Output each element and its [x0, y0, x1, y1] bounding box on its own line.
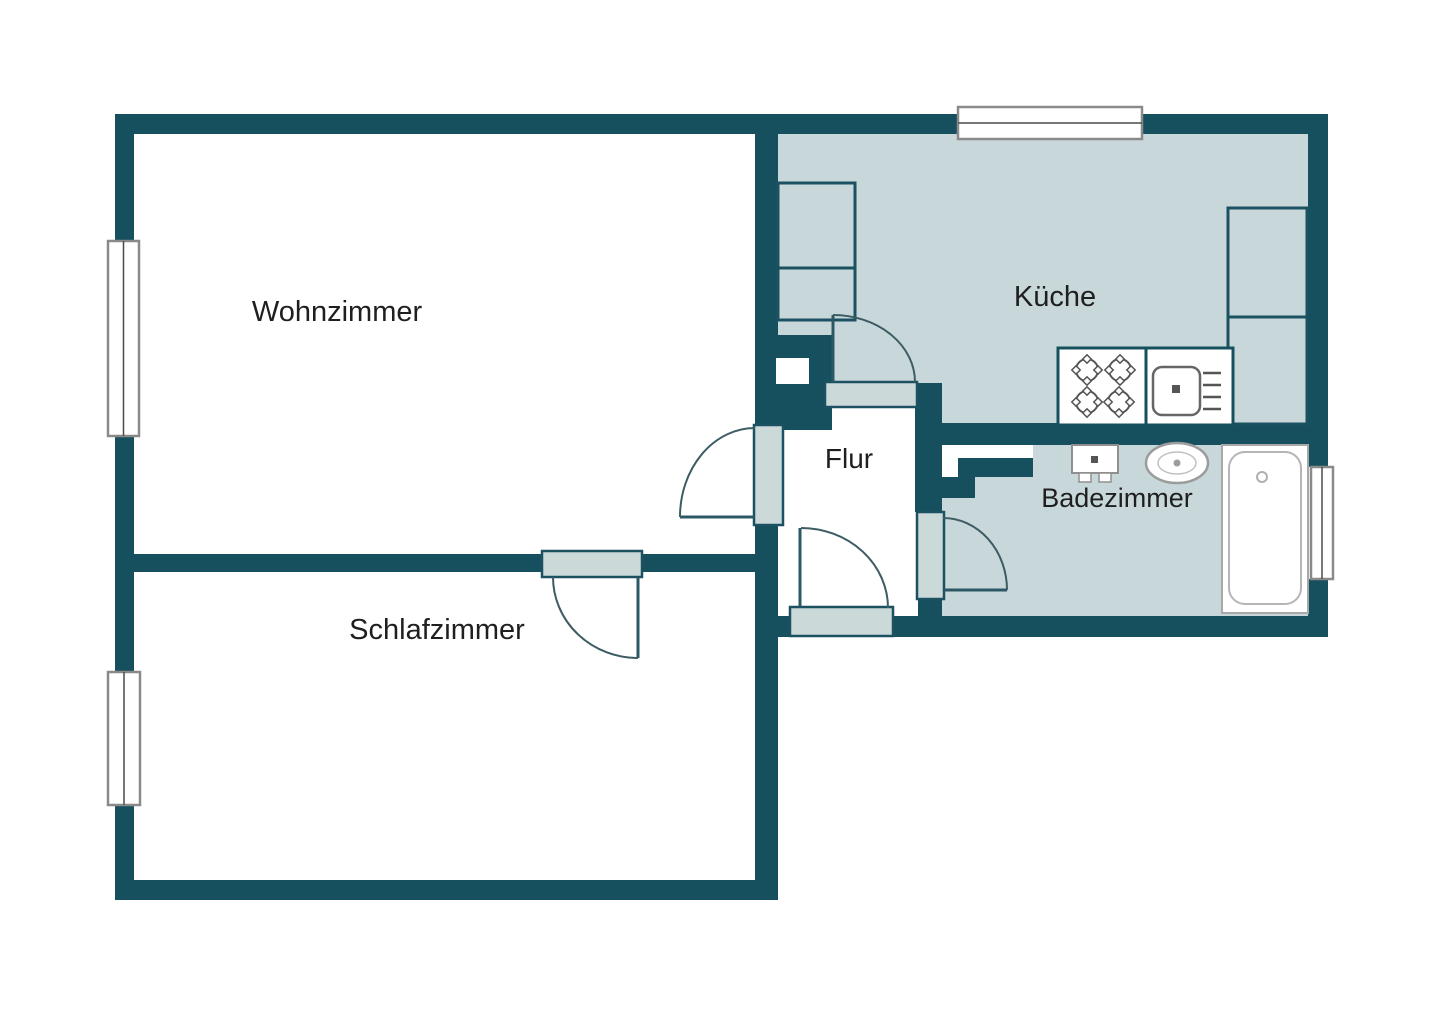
badezimmer-door	[915, 510, 946, 601]
wall-bottom-right-wing-left	[755, 616, 790, 637]
wall-top-right-wing-right	[1142, 114, 1328, 134]
bath-wall-niche-horizontal	[942, 445, 1033, 458]
flur-wall-niche	[776, 358, 809, 384]
kueche-window-icon	[956, 105, 1144, 141]
kitchen-cabinets	[776, 181, 1309, 426]
toilet-icon	[1071, 444, 1119, 483]
wohnzimmer-door	[752, 423, 785, 527]
kueche-door-swing-icon	[831, 314, 916, 383]
badezimmer-door-swing-icon	[942, 517, 1008, 592]
wall-right-exterior-upper	[1308, 114, 1328, 467]
door-swings	[552, 314, 1008, 659]
wohnzimmer-door-swing-icon	[679, 427, 756, 519]
wohnzimmer-window-icon	[106, 239, 141, 438]
kitchen-cabinet	[1226, 206, 1309, 319]
wall-top-left-wing	[115, 114, 778, 134]
door-blades	[540, 380, 946, 638]
kitchen-cabinet	[776, 266, 857, 322]
kueche-door	[823, 380, 919, 409]
windows	[106, 105, 1335, 807]
washbasin-icon	[1144, 441, 1210, 485]
wall-divider-wohn-schlaf-right	[642, 554, 755, 572]
wall-step-lower	[942, 477, 975, 498]
wall-center-vertical-upper	[755, 134, 778, 425]
wall-divider-wohn-schlaf-left	[134, 554, 542, 572]
badezimmer-fixtures	[1071, 441, 1309, 614]
wall-kueche-bad-divider	[918, 423, 1328, 445]
schlafzimmer-door	[540, 549, 644, 579]
wall-below-bad-door	[918, 599, 942, 637]
room-label-badezimmer: Badezimmer	[1041, 483, 1193, 513]
room-label-flur: Flur	[825, 443, 873, 474]
room-label-kueche: Küche	[1014, 281, 1096, 313]
wall-niches	[942, 445, 1033, 477]
entrance-door	[788, 605, 895, 638]
wall-bottom-left-wing	[115, 880, 778, 900]
badezimmer-window-icon	[1309, 465, 1335, 581]
entrance-door-swing-icon	[798, 527, 889, 609]
wall-center-vertical-lower	[755, 525, 778, 880]
wall-flur-right	[915, 383, 942, 512]
wall-bottom-right-wing-right	[893, 616, 1328, 637]
room-label-schlafzimmer: Schlafzimmer	[349, 614, 525, 646]
kitchen-sink-icon	[1151, 365, 1221, 417]
wall-step-upper	[958, 458, 1033, 477]
kitchen-cabinet	[776, 181, 857, 270]
bath-wall-niche-vertical	[942, 445, 958, 477]
kitchen-cabinet	[1226, 315, 1309, 426]
kitchen-counter	[1056, 346, 1235, 427]
room-label-wohnzimmer: Wohnzimmer	[252, 296, 423, 328]
room-labels: Wohnzimmer Schlafzimmer Flur Küche Badez…	[252, 281, 1193, 646]
schlafzimmer-window-icon	[106, 670, 142, 807]
schlafzimmer-door-swing-icon	[552, 576, 640, 659]
bathtub-icon	[1221, 444, 1309, 614]
wall-top-right-wing-left	[778, 114, 958, 134]
kueche-fixtures	[776, 181, 1309, 427]
